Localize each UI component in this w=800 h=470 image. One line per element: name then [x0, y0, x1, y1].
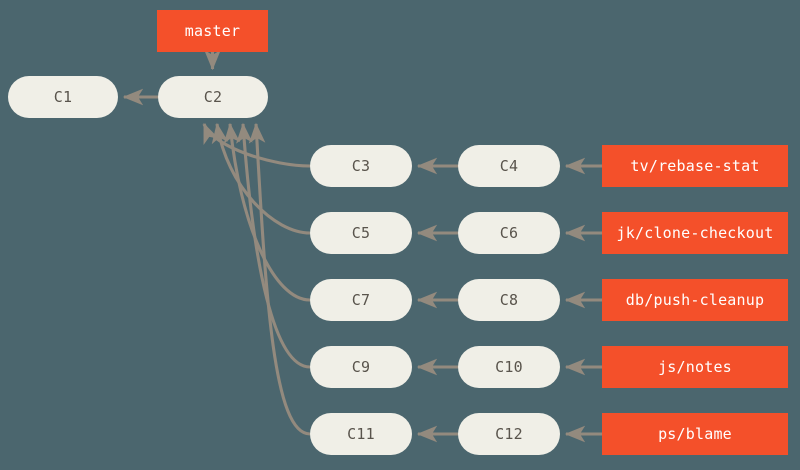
branch-label-jk-clone-checkout[interactable]: jk/clone-checkout: [602, 212, 788, 254]
commit-label: C4: [499, 157, 519, 175]
commit-node-c10[interactable]: C10: [458, 346, 560, 388]
commit-node-c7[interactable]: C7: [310, 279, 412, 321]
commit-label: C2: [203, 88, 223, 106]
commit-label: C9: [351, 358, 371, 376]
commit-node-c1[interactable]: C1: [8, 76, 118, 118]
edge: [211, 122, 311, 235]
commit-label: C7: [351, 291, 371, 309]
branch-label-text: ps/blame: [658, 425, 732, 443]
commit-label: C1: [53, 88, 73, 106]
branch-label-db-push-cleanup[interactable]: db/push-cleanup: [602, 279, 788, 321]
edge: [202, 122, 311, 168]
branch-label-text: master: [184, 22, 241, 40]
commit-node-c6[interactable]: C6: [458, 212, 560, 254]
commit-label: C6: [499, 224, 519, 242]
commit-label: C8: [499, 291, 519, 309]
edge: [223, 122, 311, 302]
commit-node-c4[interactable]: C4: [458, 145, 560, 187]
commit-label: C11: [347, 425, 375, 443]
branch-label-text: js/notes: [658, 358, 732, 376]
branch-label-text: db/push-cleanup: [625, 291, 765, 309]
commit-node-c12[interactable]: C12: [458, 413, 560, 455]
commit-node-c9[interactable]: C9: [310, 346, 412, 388]
branch-label-text: jk/clone-checkout: [616, 224, 774, 242]
commit-node-c8[interactable]: C8: [458, 279, 560, 321]
edge: [236, 122, 311, 369]
branch-label-js-notes[interactable]: js/notes: [602, 346, 788, 388]
branch-label-master[interactable]: master: [157, 10, 268, 52]
commit-label: C12: [495, 425, 523, 443]
commit-label: C10: [495, 358, 523, 376]
branch-label-tv-rebase-stat[interactable]: tv/rebase-stat: [602, 145, 788, 187]
commit-label: C3: [351, 157, 371, 175]
branch-label-ps-blame[interactable]: ps/blame: [602, 413, 788, 455]
commit-label: C5: [351, 224, 371, 242]
commit-node-c5[interactable]: C5: [310, 212, 412, 254]
commit-node-c11[interactable]: C11: [310, 413, 412, 455]
commit-node-c2[interactable]: C2: [158, 76, 268, 118]
edge: [248, 122, 311, 436]
commit-node-c3[interactable]: C3: [310, 145, 412, 187]
branch-label-text: tv/rebase-stat: [630, 157, 760, 175]
